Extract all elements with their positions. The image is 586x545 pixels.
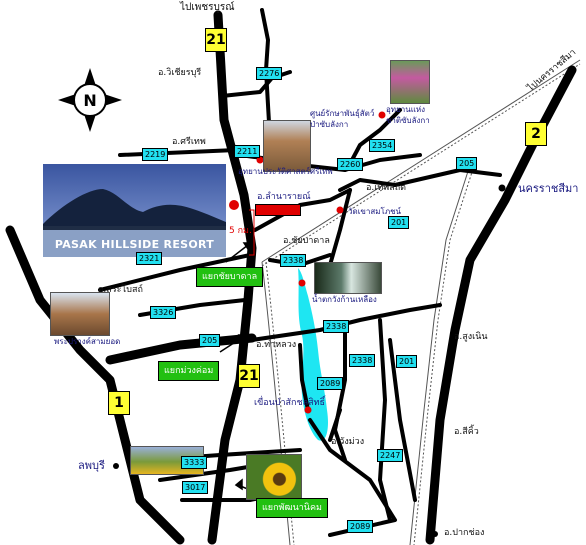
label-si-thep: อ.ศรีเทพ (172, 137, 206, 147)
label-sap-langka: อุทยานแห่งชาติซับลังกา (386, 105, 430, 125)
flower-photo (390, 60, 430, 104)
label-sung-noen: อ.สูงเนิน (454, 332, 488, 342)
route-2089-top: 2089 (317, 377, 344, 390)
label-lam-narai: อ.ลำนารายณ์ (257, 192, 311, 202)
route-2338-mid: 2338 (323, 320, 350, 333)
north-arrow-compass: N (58, 68, 122, 132)
svg-text:N: N (83, 91, 96, 110)
label-pak-chong: อ.ปากช่อง (444, 528, 485, 538)
label-lopburi: ลพบุรี (78, 459, 105, 472)
route-2247: 2247 (377, 449, 404, 462)
route-3333: 3333 (181, 456, 208, 469)
label-nakhon-ratchasima: นครราชสีมา (518, 182, 579, 195)
route-205-mid: 205 (199, 334, 221, 347)
label-thepsathit: อ.เทพสถิต (366, 183, 406, 193)
highway-1-shield: 1 (108, 391, 130, 415)
prang-photo (50, 292, 110, 336)
sunflower-photo (246, 454, 302, 500)
route-3326: 3326 (150, 306, 177, 319)
route-205-west (105, 333, 257, 365)
poi-markers (139, 111, 386, 487)
highway-21-shield-top: 21 (205, 28, 227, 52)
label-distance: 5 กม. (229, 226, 252, 236)
resort-title: PASAK HILLSIDE RESORT (54, 238, 215, 251)
label-chai-badan: อ.ชัยบาดาล (283, 236, 330, 246)
route-2354: 2354 (369, 139, 396, 152)
highway-21-shield-mid: 21 (238, 364, 260, 388)
route-201-top: 201 (388, 216, 410, 229)
railways (261, 59, 581, 545)
label-prang-sam-yot: พระปรางค์สามยอด (54, 337, 121, 346)
label-tha-luang: อ.ท่าหลวง (256, 340, 297, 350)
highway-2-shield: 2 (525, 122, 547, 146)
route-3017: 3017 (182, 481, 209, 494)
route-2260: 2260 (337, 158, 364, 171)
label-waterfall: น้ำตกวังก้านเหลือง (312, 295, 377, 304)
route-2219: 2219 (142, 148, 169, 161)
label-sithep-park: อุทยานประวัติศาสตร์ศรีเทพ (238, 167, 333, 176)
junction-phatthana-nikhom: แยกพัฒนานิคม (256, 498, 328, 518)
route-205-top: 205 (456, 157, 478, 170)
label-khao-chan: วัดเขาสมโภชน์ (348, 207, 402, 216)
distance-bracket (249, 209, 255, 256)
route-2276: 2276 (256, 67, 283, 80)
label-to-phetchabun: ไปเพชรบูรณ์ (180, 2, 235, 13)
label-wichian-buri: อ.วิเชียรบุรี (158, 68, 202, 78)
route-2 (425, 65, 577, 545)
label-si-khio: อ.สีคิ้ว (454, 427, 479, 437)
town-markers (113, 184, 506, 537)
route-2338-top: 2338 (280, 254, 307, 267)
route-201-mid: 201 (396, 355, 418, 368)
junction-chai-badan: แยกชัยบาดาล (196, 267, 264, 287)
junction-muang-khom: แยกม่วงค่อม (158, 361, 220, 381)
route-2338-low: 2338 (349, 354, 376, 367)
label-wang-muang: อ.วังม่วง (331, 437, 365, 447)
route-2211: 2211 (234, 145, 261, 158)
route-1 (5, 225, 185, 545)
route-2321: 2321 (136, 252, 163, 265)
mountain-photo-icon (43, 189, 226, 257)
label-info-center: ศูนย์รักษาพันธุ์สัตว์ป่าซับลังกา (310, 109, 375, 129)
label-sa-bot: อ.สระโบสถ์ (98, 285, 143, 295)
resort-photo: PASAK HILLSIDE RESORT (43, 164, 226, 257)
label-dam: เขื่อนป่าสักชลสิทธิ์ (254, 398, 326, 408)
lam-narai-red-bar (255, 204, 301, 216)
sithep-photo (263, 120, 311, 172)
waterfall-photo (314, 262, 382, 294)
route-2089-bot: 2089 (347, 520, 374, 533)
